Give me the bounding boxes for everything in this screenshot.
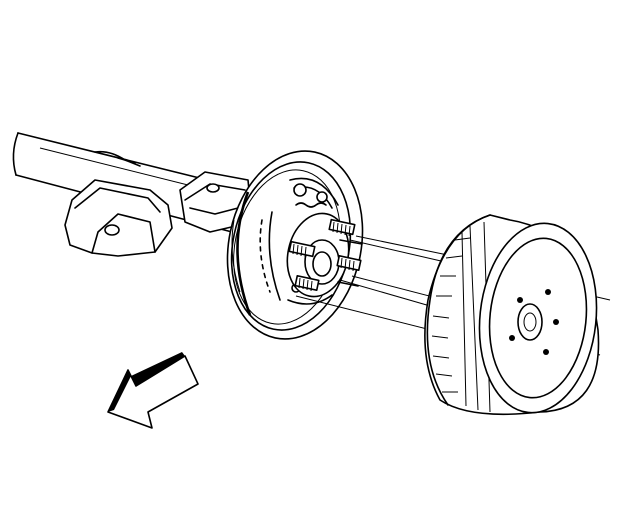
suspension-bracket-icon xyxy=(64,171,251,257)
direction-arrow-icon xyxy=(107,352,199,429)
wheel-stud-icon xyxy=(288,218,362,292)
brake-drum-icon xyxy=(424,214,600,416)
